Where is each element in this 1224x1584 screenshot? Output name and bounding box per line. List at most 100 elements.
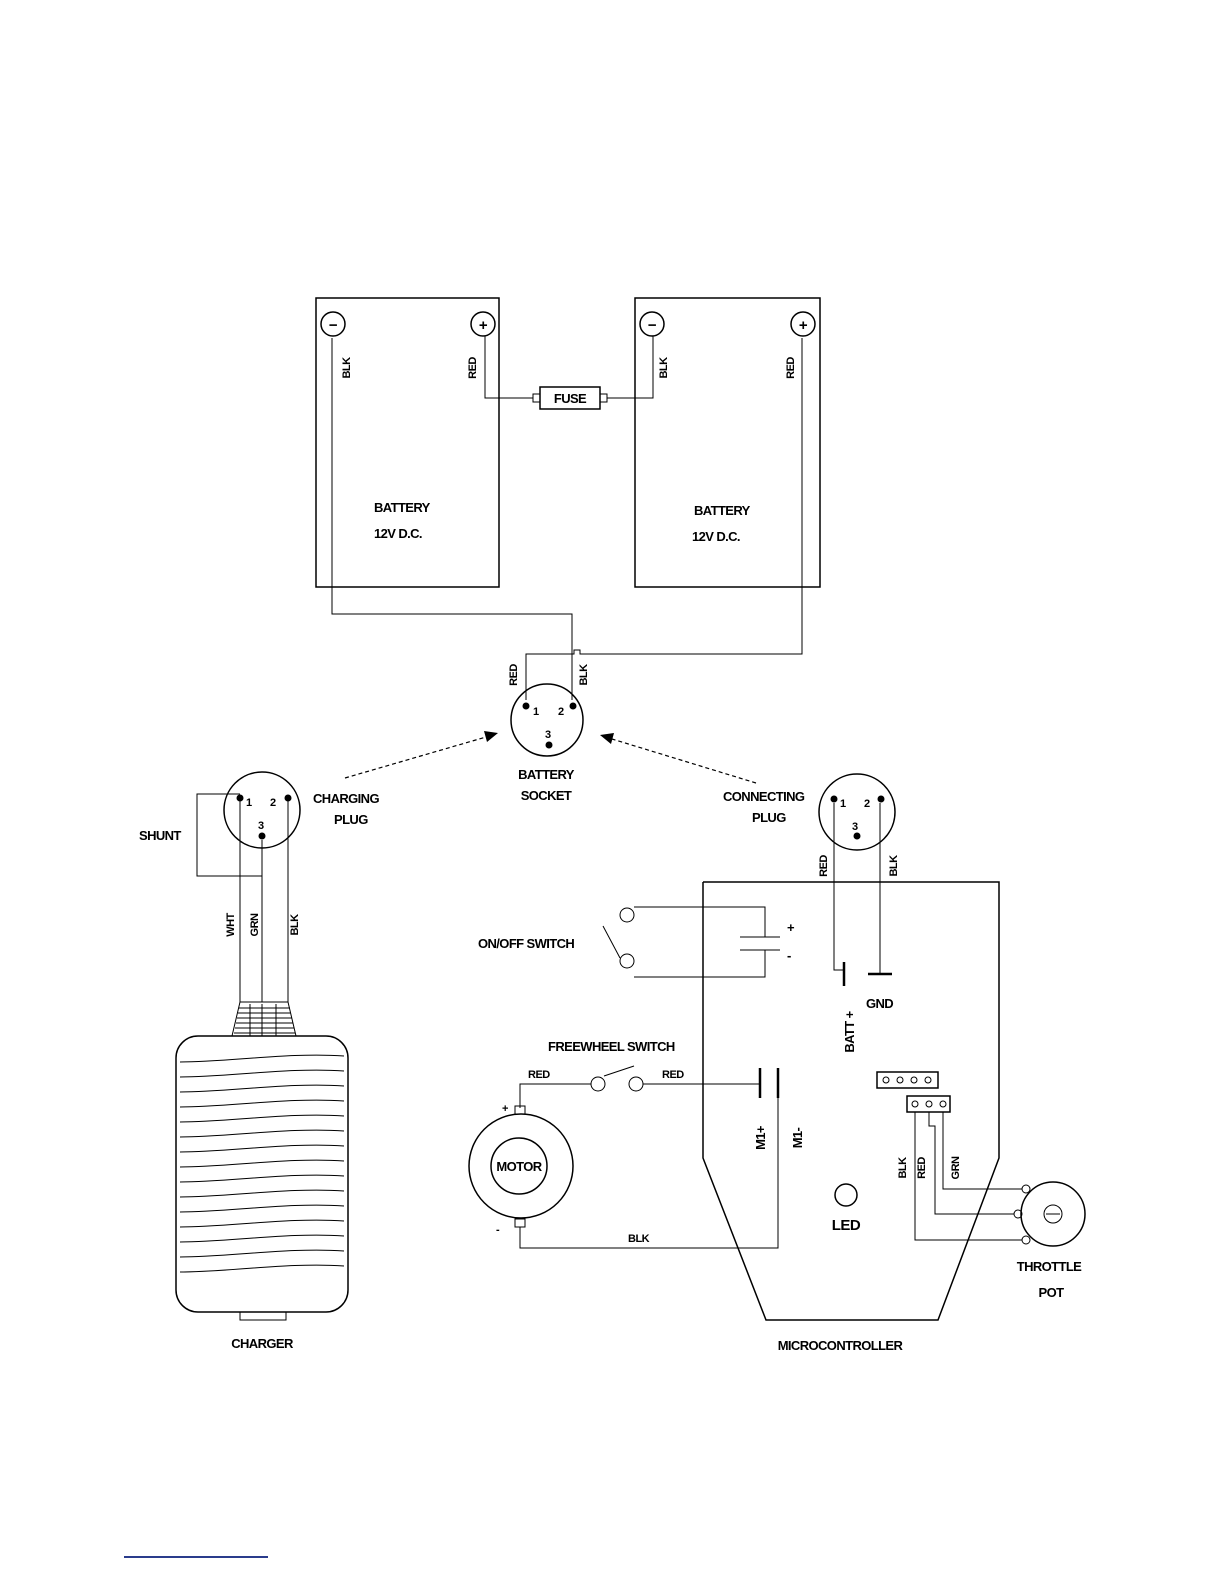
wire-red-to-fuse [485, 336, 533, 398]
connecting-plug-label: CONNECTING [723, 789, 805, 804]
led-label: LED [832, 1217, 861, 1234]
throttle-pot-lug [1022, 1185, 1030, 1193]
header-connector-3pin [907, 1096, 950, 1112]
motor-plus-label: + [502, 1103, 508, 1115]
freewheel-switch-label: FREEWHEEL SWITCH [548, 1039, 675, 1054]
switch-wire-top [634, 907, 765, 937]
battery-right-neg-wire-label: BLK [658, 357, 670, 379]
positive-sign: + [799, 317, 808, 334]
freewheel-contact [629, 1077, 643, 1091]
switch-lever [603, 926, 620, 958]
charging-pin-1-label: 1 [246, 797, 252, 809]
throttle-wire-red [929, 1112, 1014, 1214]
shunt-label: SHUNT [139, 828, 181, 843]
connecting-pin-1-label: 1 [840, 798, 846, 810]
arrowhead-icon [484, 731, 498, 742]
m1-minus-label: M1- [790, 1127, 805, 1148]
battery-left-label: BATTERY [374, 500, 431, 515]
charger-foot [240, 1312, 286, 1320]
header-pin [897, 1077, 903, 1083]
socket-pin-2 [570, 703, 577, 710]
battery-left: − + BLK RED BATTERY 12V D.C. [316, 298, 499, 587]
charger-wire-wht-label: WHT [225, 912, 237, 936]
onoff-switch: + - ON/OFF SWITCH [478, 907, 795, 977]
connecting-red-label: RED [818, 855, 830, 877]
throttle-pot-lug [1022, 1236, 1030, 1244]
connecting-plug-arrow-line [612, 739, 756, 783]
header-pin [940, 1101, 946, 1107]
charging-pin-2-label: 2 [270, 797, 276, 809]
wire-motor-minus [520, 1084, 778, 1248]
battery-left-voltage: 12V D.C. [374, 526, 422, 541]
charger-wire-grn-label: GRN [249, 913, 261, 937]
m1-plus-label: M1+ [753, 1125, 768, 1150]
negative-sign: − [329, 317, 338, 334]
charging-pin-3-label: 3 [258, 820, 264, 832]
shunt: SHUNT [139, 794, 262, 876]
microcontroller-label: MICROCONTROLLER [778, 1338, 904, 1353]
connecting-pin-3 [854, 833, 861, 840]
positive-sign: + [479, 317, 488, 334]
wire-fuse-to-blk [607, 336, 653, 398]
throttle-red-label: RED [916, 1157, 928, 1179]
charger-body [176, 1036, 348, 1312]
header-pin [925, 1077, 931, 1083]
socket-pin-2-label: 2 [558, 706, 564, 718]
charging-pin-3 [259, 833, 266, 840]
battery-socket-label: BATTERY [518, 767, 575, 782]
charging-plug-label: CHARGING [313, 791, 379, 806]
motor-minus-label: - [496, 1224, 500, 1236]
throttle-pot: BLK RED GRN THROTTLE POT [897, 1112, 1085, 1300]
socket-blk-label: BLK [578, 664, 590, 686]
negative-sign: − [648, 317, 657, 334]
fuse-cap-left [533, 394, 540, 402]
connecting-pin-2-label: 2 [864, 798, 870, 810]
wire-blk-to-socket [332, 338, 572, 700]
battery-right: − + BLK RED BATTERY 12V D.C. [635, 298, 820, 587]
connecting-plug: 1 2 3 CONNECTING PLUG RED BLK [723, 774, 900, 877]
switch-minus-label: - [787, 948, 791, 963]
arrowhead-icon [600, 733, 614, 744]
connecting-pin-3-label: 3 [852, 821, 858, 833]
freewheel-lever [604, 1066, 634, 1076]
led-indicator [835, 1184, 857, 1206]
socket-pin-1 [523, 703, 530, 710]
header-pin [926, 1101, 932, 1107]
onoff-switch-label: ON/OFF SWITCH [478, 936, 574, 951]
battery-right-pos-wire-label: RED [785, 357, 797, 379]
charging-plug: 1 2 3 CHARGING PLUG [224, 772, 379, 848]
battery-left-neg-wire-label: BLK [341, 357, 353, 379]
switch-wire-bottom [634, 950, 765, 977]
throttle-wire-blk [915, 1112, 1022, 1240]
charger: WHT GRN BLK [176, 800, 348, 1351]
connecting-blk-label: BLK [888, 855, 900, 877]
socket-pin-3-label: 3 [545, 729, 551, 741]
battery-socket-label-2: SOCKET [521, 788, 572, 803]
battery-right-voltage: 12V D.C. [692, 529, 740, 544]
header-connector-4pin [877, 1072, 938, 1088]
footer-rule [124, 1556, 268, 1558]
fuse-label: FUSE [554, 391, 587, 406]
fuse-cap-right [600, 394, 607, 402]
battery-left-case [316, 298, 499, 587]
header-pin [883, 1077, 889, 1083]
motor-return-wire-label: BLK [628, 1233, 650, 1245]
charger-label: CHARGER [231, 1336, 294, 1351]
charger-ribs [180, 1055, 344, 1272]
socket-red-label: RED [508, 664, 520, 686]
throttle-label: THROTTLE [1017, 1259, 1082, 1274]
gnd-label: GND [866, 996, 893, 1011]
freewheel-wire-right-label: RED [662, 1069, 684, 1081]
microcontroller: MICROCONTROLLER BATT + GND M1+ M1- LED [703, 803, 999, 1353]
battery-right-label: BATTERY [694, 503, 751, 518]
connecting-plug-label-2: PLUG [752, 810, 786, 825]
socket-pin-3 [546, 742, 553, 749]
switch-contact [620, 908, 634, 922]
throttle-blk-label: BLK [897, 1157, 909, 1179]
header-pin [911, 1077, 917, 1083]
wire-batt-plus [834, 803, 844, 970]
charger-wire-blk-label: BLK [289, 914, 301, 936]
fuse: FUSE [485, 336, 653, 409]
charging-plug-label-2: PLUG [334, 812, 368, 827]
